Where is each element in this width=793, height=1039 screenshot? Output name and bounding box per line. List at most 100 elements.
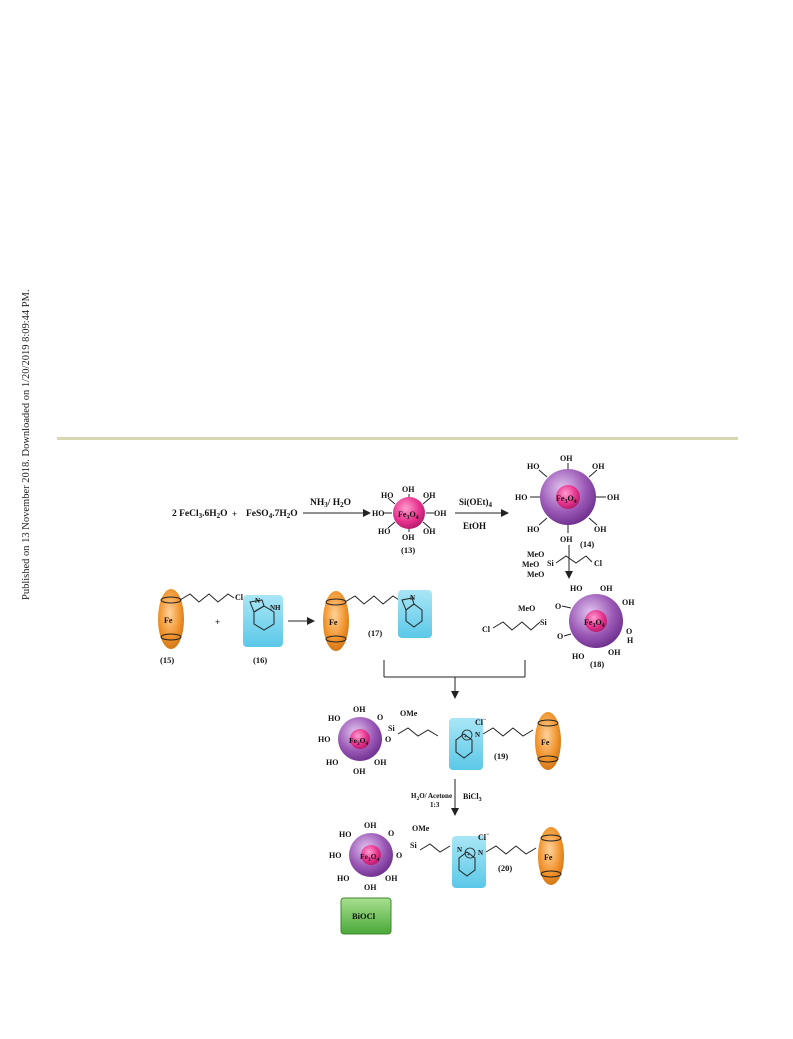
svg-text:HO: HO bbox=[527, 525, 539, 534]
plus-sign-2: + bbox=[215, 617, 220, 627]
svg-text:OH: OH bbox=[607, 493, 620, 502]
compound-14: Fe3O4 OH OH HO HO OH HO OH OH (14) bbox=[515, 454, 620, 549]
svg-text:Fe: Fe bbox=[329, 618, 338, 627]
svg-text:Fe3O4: Fe3O4 bbox=[398, 510, 419, 521]
svg-text:Fe3O4: Fe3O4 bbox=[584, 618, 605, 629]
svg-text:Fe3O4: Fe3O4 bbox=[360, 852, 380, 863]
svg-text:N: N bbox=[457, 846, 462, 854]
svg-text:HO: HO bbox=[326, 758, 338, 767]
label-16: (16) bbox=[253, 655, 267, 665]
compound-18: Cl MeO Si O O Fe3O4 HO OH OH O H OH HO (… bbox=[482, 584, 635, 669]
svg-text:MeO: MeO bbox=[518, 604, 535, 613]
svg-text:HO: HO bbox=[527, 462, 539, 471]
svg-text:Fe: Fe bbox=[541, 738, 550, 747]
convergence-bracket bbox=[383, 660, 526, 699]
compound-13: Fe3O4 OH OH HO HO OH HO OH OH (13) bbox=[372, 485, 447, 555]
label-19: (19) bbox=[494, 751, 508, 761]
reagent-ratio: 1:3 bbox=[430, 801, 440, 809]
svg-text:OH: OH bbox=[592, 462, 605, 471]
label-20: (20) bbox=[498, 863, 512, 873]
svg-text:OH: OH bbox=[374, 758, 387, 767]
svg-text:HO: HO bbox=[381, 491, 393, 500]
svg-text:Cl: Cl bbox=[482, 625, 491, 634]
compound-20: Fe3O4 OH HO HO HO OH OH O O Si OMe + N N… bbox=[329, 821, 564, 892]
svg-text:OH: OH bbox=[402, 485, 415, 494]
label-15: (15) bbox=[160, 655, 174, 665]
svg-text:Si: Si bbox=[410, 841, 417, 850]
label-18: (18) bbox=[590, 659, 604, 669]
bioc-box: BiOCl bbox=[340, 897, 392, 935]
plus-sign: + bbox=[232, 509, 237, 519]
svg-text:+: + bbox=[464, 734, 468, 740]
svg-text:MeO: MeO bbox=[522, 560, 539, 569]
svg-text:HO: HO bbox=[372, 509, 384, 518]
svg-text:OH: OH bbox=[594, 525, 607, 534]
svg-text:OH: OH bbox=[353, 767, 366, 776]
reagent-bicl3: BiCl3 bbox=[463, 792, 482, 803]
svg-text:HO: HO bbox=[572, 652, 584, 661]
reagent-nh3: NH3/ H2O bbox=[310, 498, 351, 509]
svg-text:BiOCl: BiOCl bbox=[352, 911, 376, 921]
svg-text:Si: Si bbox=[388, 724, 395, 733]
svg-text:OMe: OMe bbox=[400, 709, 418, 718]
svg-text:HO: HO bbox=[515, 493, 527, 502]
svg-text:N: N bbox=[255, 597, 260, 605]
svg-text:HO: HO bbox=[570, 584, 582, 593]
svg-text:OH: OH bbox=[364, 883, 377, 892]
svg-text:HO: HO bbox=[337, 874, 349, 883]
svg-text:Si: Si bbox=[547, 559, 554, 568]
svg-text:OH: OH bbox=[608, 648, 621, 657]
svg-text:HO: HO bbox=[328, 714, 340, 723]
label-13: (13) bbox=[401, 545, 415, 555]
svg-text:FeSO4.7H2O: FeSO4.7H2O bbox=[246, 509, 298, 520]
svg-text:Fe3O4: Fe3O4 bbox=[349, 736, 369, 747]
compound-19: Fe3O4 OH HO HO HO OH OH O O Si OMe + N C… bbox=[318, 705, 561, 776]
svg-text:Si: Si bbox=[540, 618, 547, 627]
svg-text:N: N bbox=[478, 849, 483, 857]
svg-text:O: O bbox=[555, 602, 561, 611]
svg-text:Cl: Cl bbox=[235, 593, 244, 602]
svg-text:OH: OH bbox=[402, 533, 415, 542]
svg-text:HO: HO bbox=[378, 527, 390, 536]
svg-text:HO: HO bbox=[318, 735, 330, 744]
svg-text:H: H bbox=[627, 636, 634, 645]
svg-text:OH: OH bbox=[600, 584, 613, 593]
svg-text:Cl: Cl bbox=[594, 559, 603, 568]
svg-text:MeO: MeO bbox=[527, 570, 544, 579]
svg-text:OH: OH bbox=[423, 527, 436, 536]
svg-text:O: O bbox=[385, 735, 391, 744]
label-17: (17) bbox=[368, 628, 382, 638]
svg-text:+: + bbox=[467, 852, 471, 858]
svg-text:O: O bbox=[626, 627, 632, 636]
svg-text:Fe3O4: Fe3O4 bbox=[556, 494, 577, 505]
svg-text:O: O bbox=[396, 851, 402, 860]
svg-text:OH: OH bbox=[560, 454, 573, 463]
label-14: (14) bbox=[580, 539, 594, 549]
reagent-h2o-acetone: H2O/ Acetone bbox=[411, 792, 452, 802]
svg-text:Cl−: Cl− bbox=[478, 832, 490, 842]
svg-text:OH: OH bbox=[423, 491, 436, 500]
reagent-teos: Si(OEt)4 bbox=[459, 497, 493, 509]
reagent-fecl3: 2 FeCl3.6H2O bbox=[172, 509, 228, 520]
reagent-feso4: FeSO4.7H2O bbox=[246, 509, 298, 520]
compound-17: Fe N (17) bbox=[323, 590, 432, 651]
svg-text:NH: NH bbox=[270, 604, 281, 612]
svg-text:O: O bbox=[557, 632, 563, 641]
compound-16: N NH (16) bbox=[243, 595, 283, 665]
svg-text:O: O bbox=[388, 829, 394, 838]
svg-text:N: N bbox=[410, 594, 415, 602]
svg-text:OH: OH bbox=[622, 598, 635, 607]
svg-text:Fe: Fe bbox=[164, 616, 173, 625]
svg-text:MeO: MeO bbox=[527, 550, 544, 559]
header-rule bbox=[57, 437, 738, 440]
svg-text:N: N bbox=[475, 731, 480, 739]
svg-text:Cl−: Cl− bbox=[475, 717, 487, 727]
svg-text:O: O bbox=[377, 713, 383, 722]
svg-text:OH: OH bbox=[364, 821, 377, 830]
svg-text:HO: HO bbox=[329, 851, 341, 860]
svg-text:OH: OH bbox=[385, 874, 398, 883]
svg-text:OMe: OMe bbox=[412, 824, 430, 833]
svg-text:HO: HO bbox=[339, 830, 351, 839]
svg-text:2 FeCl3.6H2O: 2 FeCl3.6H2O bbox=[172, 509, 228, 520]
